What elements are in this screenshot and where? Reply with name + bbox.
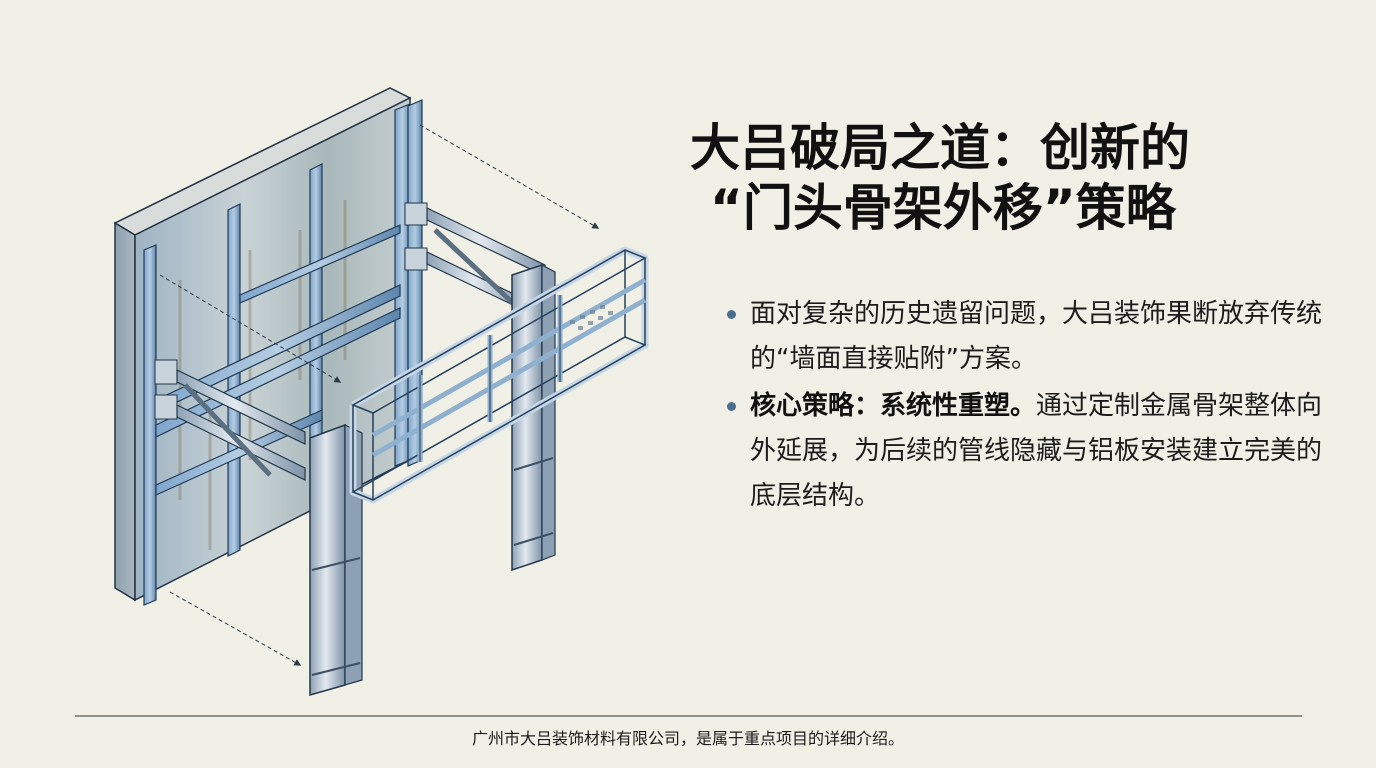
footer-text: 广州市大吕装饰材料有限公司，是属于重点项目的详细介绍。 [471,729,904,748]
title-line-1: 大吕破局之道：创新的 [690,118,1190,177]
bullet-text: 通过定制金属骨架整体向外延展，为后续的管线隐藏与铝板安装建立完美的底层结构。 [750,391,1323,511]
title-line-2: “门头骨架外移”策略 [710,178,1176,237]
footer-divider [75,715,1302,717]
bullet-bold-text: 核心策略：系统性重塑。 [750,391,1037,421]
bullet-list: 面对复杂的历史遗留问题，大吕装饰果断放弃传统的“墙面直接贴附”方案。 核心策略：… [726,292,1326,521]
bullet-item: 核心策略：系统性重塑。通过定制金属骨架整体向外延展，为后续的管线隐藏与铝板安装建… [726,384,1326,519]
steel-frame-illustration [113,87,649,696]
bullet-dot-icon [727,310,736,319]
slide-title: 大吕破局之道：创新的 “门头骨架外移”策略 [690,118,1250,238]
bullet-dot-icon [727,402,736,411]
bullet-item: 面对复杂的历史遗留问题，大吕装饰果断放弃传统的“墙面直接贴附”方案。 [726,292,1326,382]
bullet-text: 面对复杂的历史遗留问题，大吕装饰果断放弃传统的“墙面直接贴附”方案。 [750,299,1323,374]
